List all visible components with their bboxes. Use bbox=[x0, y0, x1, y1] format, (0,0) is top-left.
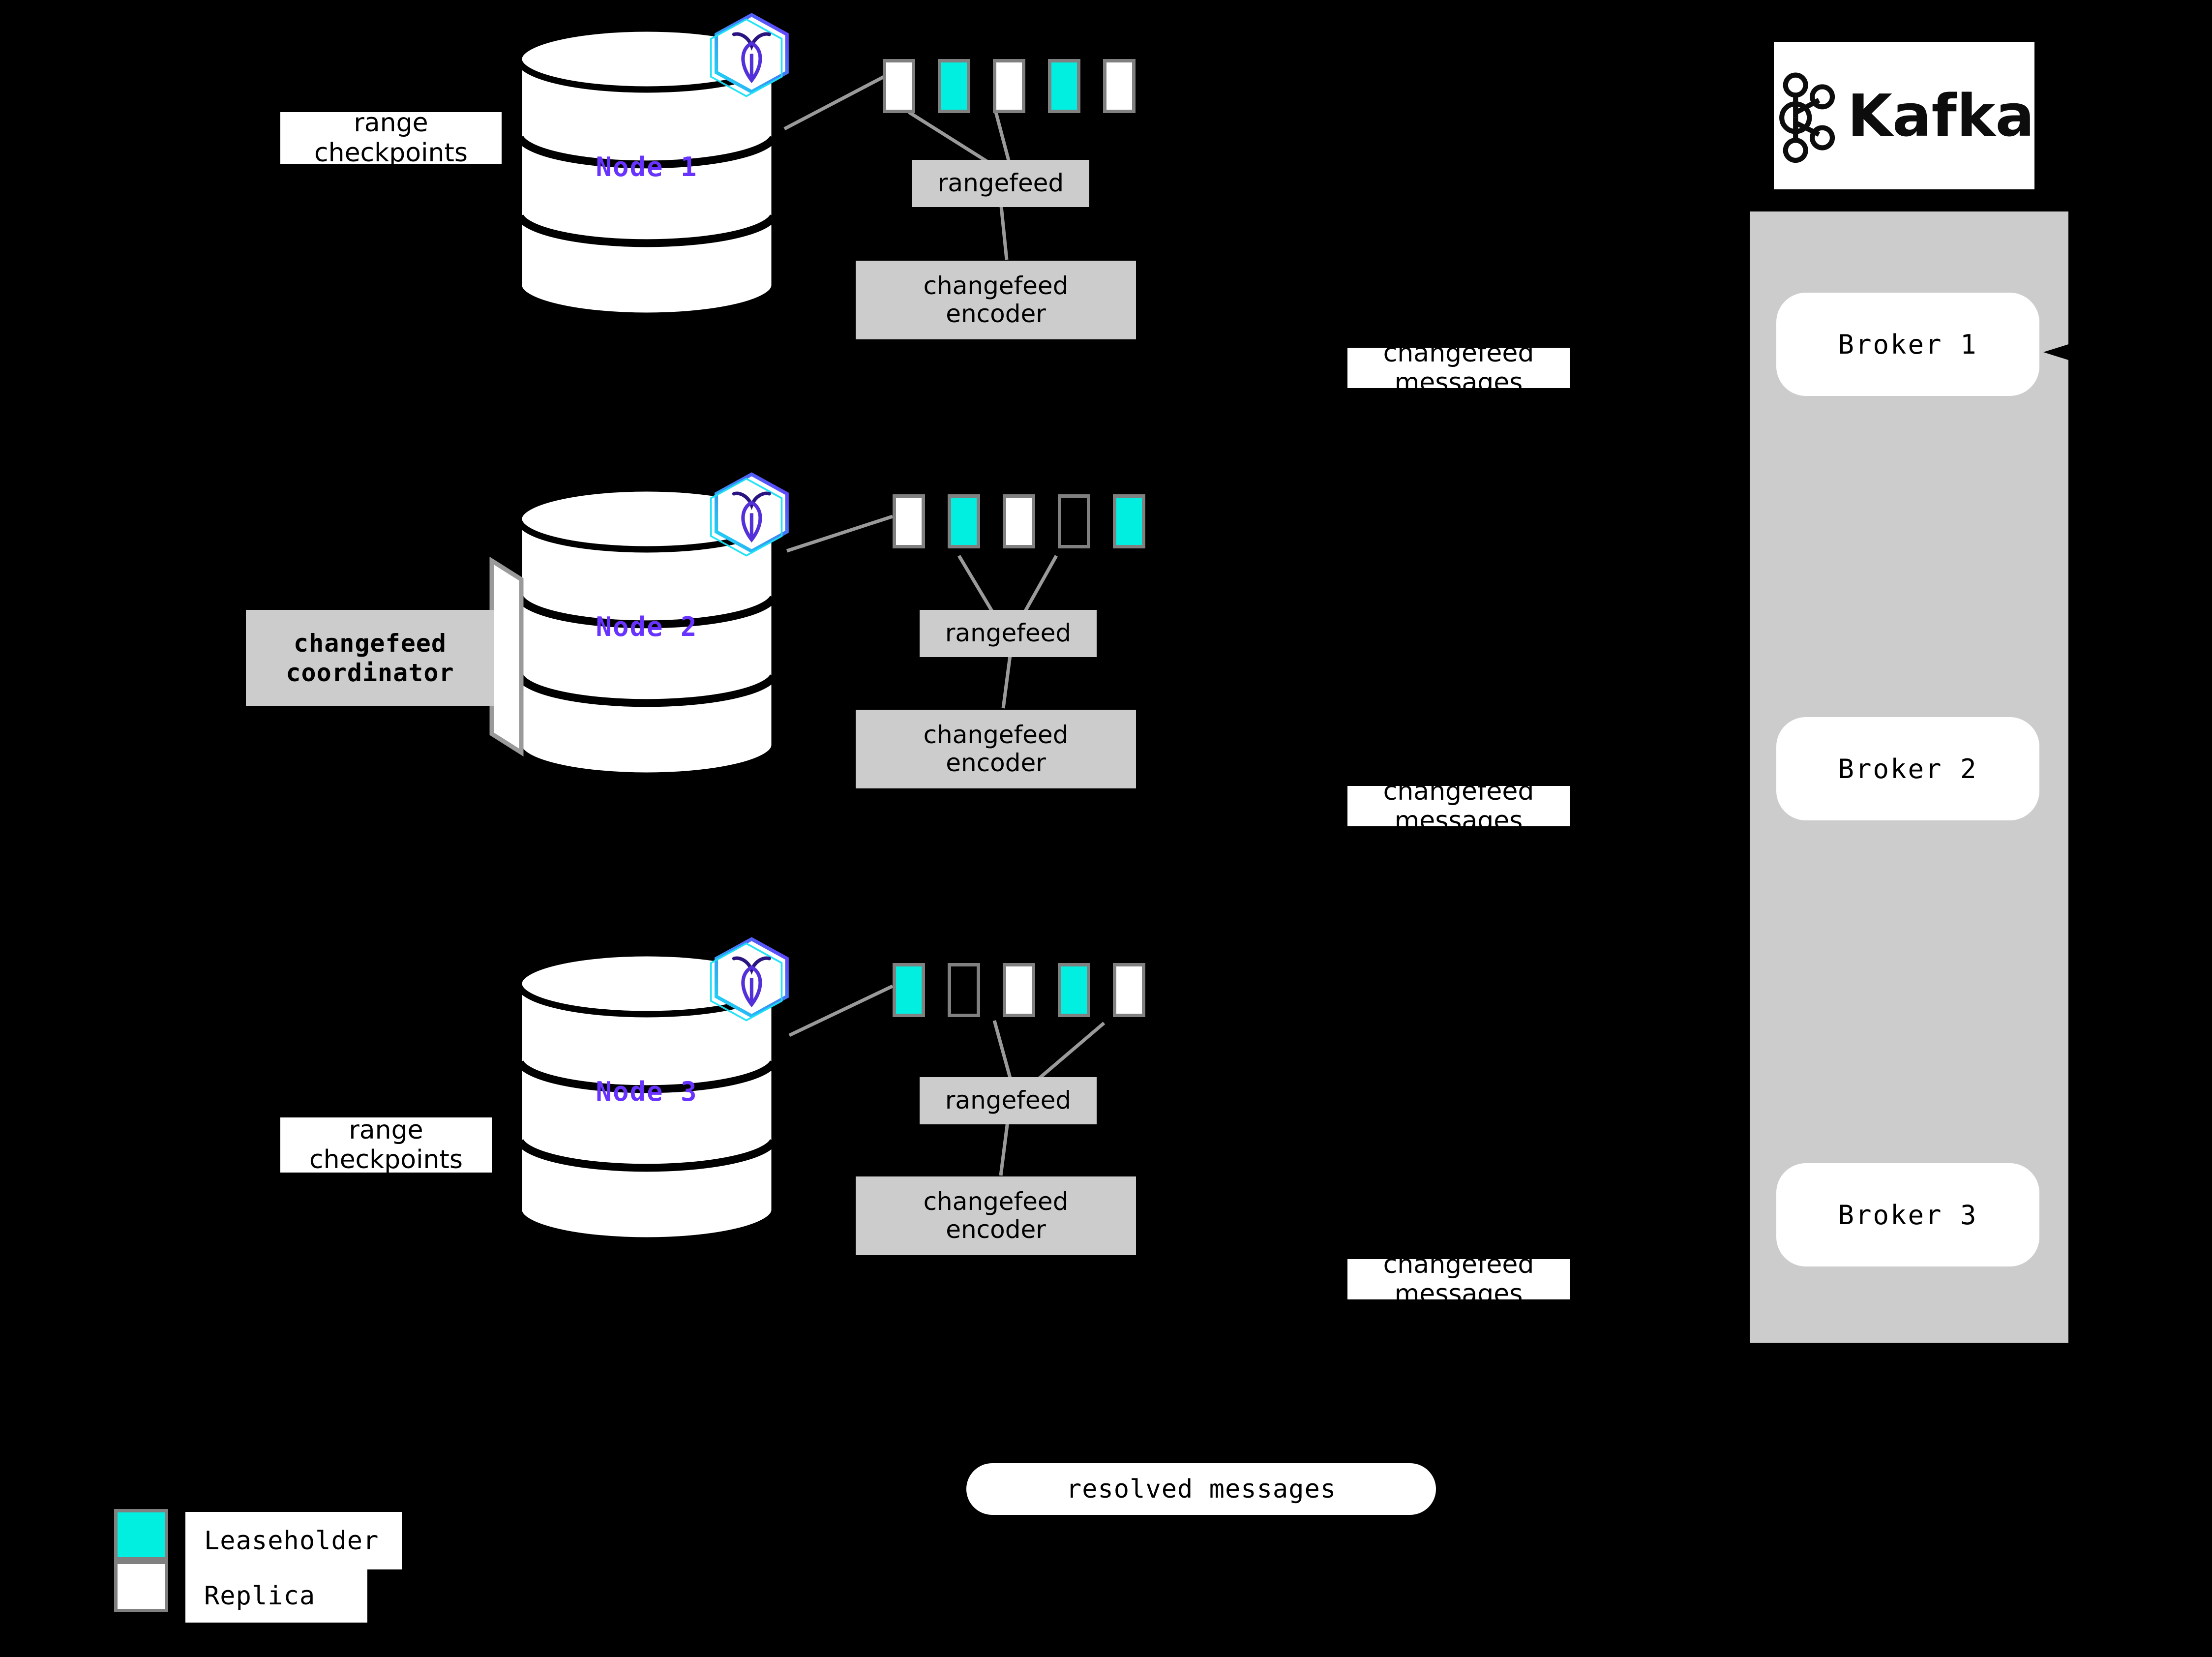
encoder-label-line2: encoder bbox=[946, 1215, 1046, 1244]
legend-text-value: Replica bbox=[204, 1581, 316, 1611]
encoder-label-line1: changefeed bbox=[923, 720, 1069, 749]
changefeed-encoder-box-2[interactable]: changefeed encoder bbox=[856, 710, 1136, 788]
range-cell bbox=[938, 59, 970, 113]
rangefeed-label: rangefeed bbox=[937, 169, 1064, 198]
range-row-2 bbox=[883, 494, 1145, 548]
legend-label-leaseholder: Leaseholder bbox=[185, 1512, 402, 1569]
messages-line1: changefeed bbox=[1383, 776, 1534, 806]
range-cell bbox=[1113, 494, 1145, 548]
encoder-label-line1: changefeed bbox=[923, 271, 1069, 300]
messages-line2: messages bbox=[1394, 368, 1523, 397]
checkpoints-line1: range bbox=[349, 1115, 423, 1145]
kafka-logo: Kafka bbox=[1774, 42, 2034, 189]
range-row-1 bbox=[883, 59, 1138, 113]
range-cell bbox=[1003, 494, 1035, 548]
encoder-label-line2: encoder bbox=[946, 749, 1046, 777]
range-cell bbox=[1048, 59, 1080, 113]
range-cell bbox=[1103, 59, 1136, 113]
kafka-broker-3[interactable]: Broker 3 bbox=[1776, 1163, 2039, 1266]
broker-label: Broker 3 bbox=[1838, 1199, 1978, 1231]
range-cell bbox=[993, 59, 1025, 113]
coordinator-line2: coordinator bbox=[286, 658, 454, 687]
kafka-mark-icon bbox=[1779, 72, 1835, 163]
changefeed-encoder-box-3[interactable]: changefeed encoder bbox=[856, 1176, 1136, 1255]
legend-label-replica: Replica bbox=[185, 1569, 367, 1623]
changefeed-coordinator-box[interactable]: changefeed coordinator bbox=[246, 610, 494, 706]
legend-text-value: Leaseholder bbox=[204, 1526, 379, 1556]
changefeed-messages-label-2: changefeed messages bbox=[1347, 777, 1570, 835]
range-row-3 bbox=[883, 963, 1145, 1017]
legend-swatch-leaseholder bbox=[114, 1509, 168, 1561]
broker-label: Broker 2 bbox=[1838, 753, 1978, 784]
rangefeed-box-2[interactable]: rangefeed bbox=[920, 610, 1097, 657]
encoder-label-line1: changefeed bbox=[923, 1187, 1069, 1216]
range-cell bbox=[893, 963, 925, 1017]
cockroachdb-logo-1 bbox=[709, 8, 798, 99]
range-cell bbox=[1003, 963, 1035, 1017]
cockroachdb-logo-3 bbox=[709, 932, 798, 1023]
range-checkpoints-label-2: range checkpoints bbox=[280, 1115, 492, 1175]
kafka-broker-2[interactable]: Broker 2 bbox=[1776, 717, 2039, 820]
changefeed-messages-label-1: changefeed messages bbox=[1347, 339, 1570, 397]
range-cell bbox=[883, 59, 915, 113]
checkpoints-line2: checkpoints bbox=[309, 1145, 463, 1175]
changefeed-encoder-box-1[interactable]: changefeed encoder bbox=[856, 261, 1136, 339]
range-cell bbox=[1058, 494, 1090, 548]
legend-swatch-replica bbox=[114, 1561, 168, 1612]
range-cell bbox=[1058, 963, 1090, 1017]
kafka-wordmark: Kafka bbox=[1847, 82, 2034, 150]
resolved-messages-label: resolved messages bbox=[1066, 1474, 1337, 1504]
messages-line2: messages bbox=[1394, 806, 1523, 836]
range-cell bbox=[948, 963, 980, 1017]
range-cell bbox=[1113, 963, 1145, 1017]
range-cell bbox=[893, 494, 925, 548]
rangefeed-label: rangefeed bbox=[945, 619, 1072, 648]
broker-label: Broker 1 bbox=[1838, 329, 1978, 360]
cockroachdb-logo-2 bbox=[709, 467, 798, 558]
messages-line1: changefeed bbox=[1383, 338, 1534, 368]
encoder-label-line2: encoder bbox=[946, 300, 1046, 328]
legend: Leaseholder Replica bbox=[114, 1509, 409, 1623]
rangefeed-box-1[interactable]: rangefeed bbox=[912, 160, 1089, 207]
messages-line2: messages bbox=[1394, 1279, 1523, 1309]
rangefeed-box-3[interactable]: rangefeed bbox=[920, 1077, 1097, 1124]
coordinator-line1: changefeed bbox=[293, 629, 447, 658]
checkpoints-line1: range bbox=[354, 108, 428, 138]
messages-line1: changefeed bbox=[1383, 1249, 1534, 1279]
rangefeed-label: rangefeed bbox=[945, 1086, 1072, 1115]
resolved-messages-pill[interactable]: resolved messages bbox=[966, 1463, 1436, 1515]
node-cylinder-3: Node 3 bbox=[514, 949, 779, 1244]
changefeed-coordinator-callout: changefeed coordinator bbox=[246, 556, 561, 757]
kafka-broker-1[interactable]: Broker 1 bbox=[1776, 293, 2039, 396]
range-checkpoints-label-1: range checkpoints bbox=[280, 108, 502, 168]
range-cell bbox=[948, 494, 980, 548]
changefeed-messages-label-3: changefeed messages bbox=[1347, 1250, 1570, 1308]
checkpoints-line2: checkpoints bbox=[314, 138, 468, 168]
